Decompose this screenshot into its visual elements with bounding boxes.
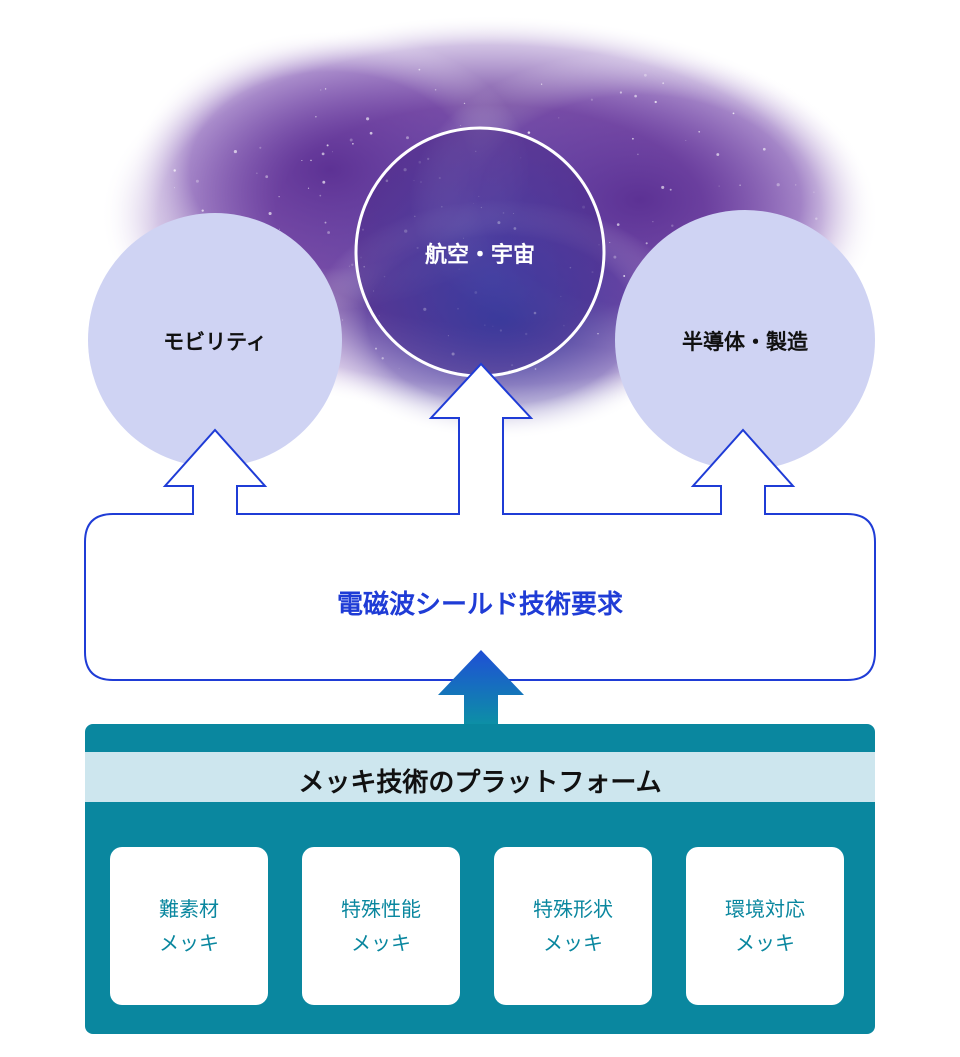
star-dot	[652, 221, 654, 223]
star-dot	[279, 228, 280, 230]
star-dot	[366, 117, 370, 121]
requirement-label: 電磁波シールド技術要求	[336, 590, 623, 620]
star-dot	[534, 368, 537, 370]
star-dot	[173, 169, 176, 172]
mobility-circle	[88, 213, 342, 467]
star-dot	[716, 153, 720, 156]
star-dot	[201, 209, 204, 212]
card-special-performance: 特殊性能 メッキ	[302, 847, 460, 1005]
card-line2: メッキ	[543, 931, 603, 955]
star-dot	[324, 221, 327, 224]
star-dot	[324, 88, 327, 90]
star-dot	[233, 150, 237, 154]
star-dot	[320, 89, 322, 91]
star-dot	[463, 102, 466, 105]
star-dot	[795, 184, 797, 186]
card-line1: 難素材	[159, 897, 219, 921]
star-dot	[558, 117, 560, 119]
star-dot	[662, 82, 665, 85]
aerospace-label: 航空・宇宙	[424, 243, 535, 268]
star-dot	[310, 159, 312, 162]
star-dot	[321, 152, 325, 156]
star-dot	[527, 131, 531, 134]
star-dot	[661, 185, 665, 189]
platform-title: メッキ技術のプラットフォーム	[298, 768, 662, 798]
star-dot	[776, 183, 780, 187]
star-dot	[195, 179, 199, 183]
star-dot	[632, 137, 634, 140]
star-dot	[348, 265, 350, 267]
star-dot	[351, 263, 354, 266]
star-dot	[265, 175, 269, 179]
semiconductor-label: 半導体・製造	[682, 330, 808, 354]
star-dot	[609, 242, 611, 244]
star-dot	[375, 347, 377, 350]
star-dot	[623, 275, 626, 277]
star-dot	[813, 191, 815, 193]
star-dot	[540, 83, 543, 85]
star-dot	[637, 153, 639, 156]
card-difficult-materials: 難素材 メッキ	[110, 847, 268, 1005]
star-dot	[331, 151, 334, 153]
star-dot	[762, 147, 766, 151]
star-dot	[597, 333, 599, 335]
star-dot	[669, 188, 672, 191]
star-dot	[327, 231, 331, 234]
star-dot	[349, 138, 353, 142]
star-dot	[278, 196, 280, 198]
star-dot	[616, 223, 620, 226]
requirement-box	[84, 362, 876, 681]
star-dot	[322, 180, 326, 184]
star-dot	[613, 255, 617, 259]
star-dot	[634, 94, 637, 98]
platform-title-band	[85, 752, 875, 802]
star-dot	[815, 217, 818, 220]
star-dot	[645, 242, 648, 245]
card-environment: 環境対応 メッキ	[686, 847, 844, 1005]
star-dot	[644, 73, 647, 77]
star-dot	[319, 194, 322, 197]
semiconductor-circle	[615, 210, 875, 470]
star-dot	[671, 224, 674, 227]
card-special-shape: 特殊形状 メッキ	[494, 847, 652, 1005]
card-line1: 特殊形状	[533, 897, 613, 921]
card-line1: 特殊性能	[341, 897, 421, 921]
star-dot	[619, 91, 622, 94]
star-dot	[301, 159, 303, 162]
card-line1: 環境対応	[725, 897, 805, 921]
card-line2: メッキ	[735, 931, 795, 955]
star-dot	[654, 100, 657, 104]
star-dot	[173, 187, 176, 189]
star-dot	[406, 136, 409, 140]
star-dot	[732, 112, 735, 115]
mobility-label: モビリティ	[163, 330, 267, 354]
star-dot	[307, 187, 310, 189]
star-dot	[418, 68, 421, 71]
star-dot	[381, 357, 384, 360]
card-line2: メッキ	[351, 931, 411, 955]
star-dot	[268, 211, 272, 216]
star-dot	[315, 116, 317, 118]
upward-arrow	[438, 650, 524, 724]
star-dot	[434, 89, 437, 91]
star-dot	[718, 185, 720, 187]
star-dot	[259, 146, 262, 149]
star-dot	[460, 125, 462, 127]
star-dot	[352, 143, 354, 145]
star-dot	[590, 98, 594, 101]
star-dot	[685, 139, 687, 142]
star-dot	[739, 184, 741, 187]
star-dot	[369, 131, 373, 135]
card-line2: メッキ	[159, 931, 219, 955]
star-dot	[342, 319, 344, 321]
star-dot	[398, 368, 400, 370]
star-dot	[698, 130, 701, 133]
star-dot	[326, 144, 329, 147]
star-dot	[256, 172, 258, 174]
